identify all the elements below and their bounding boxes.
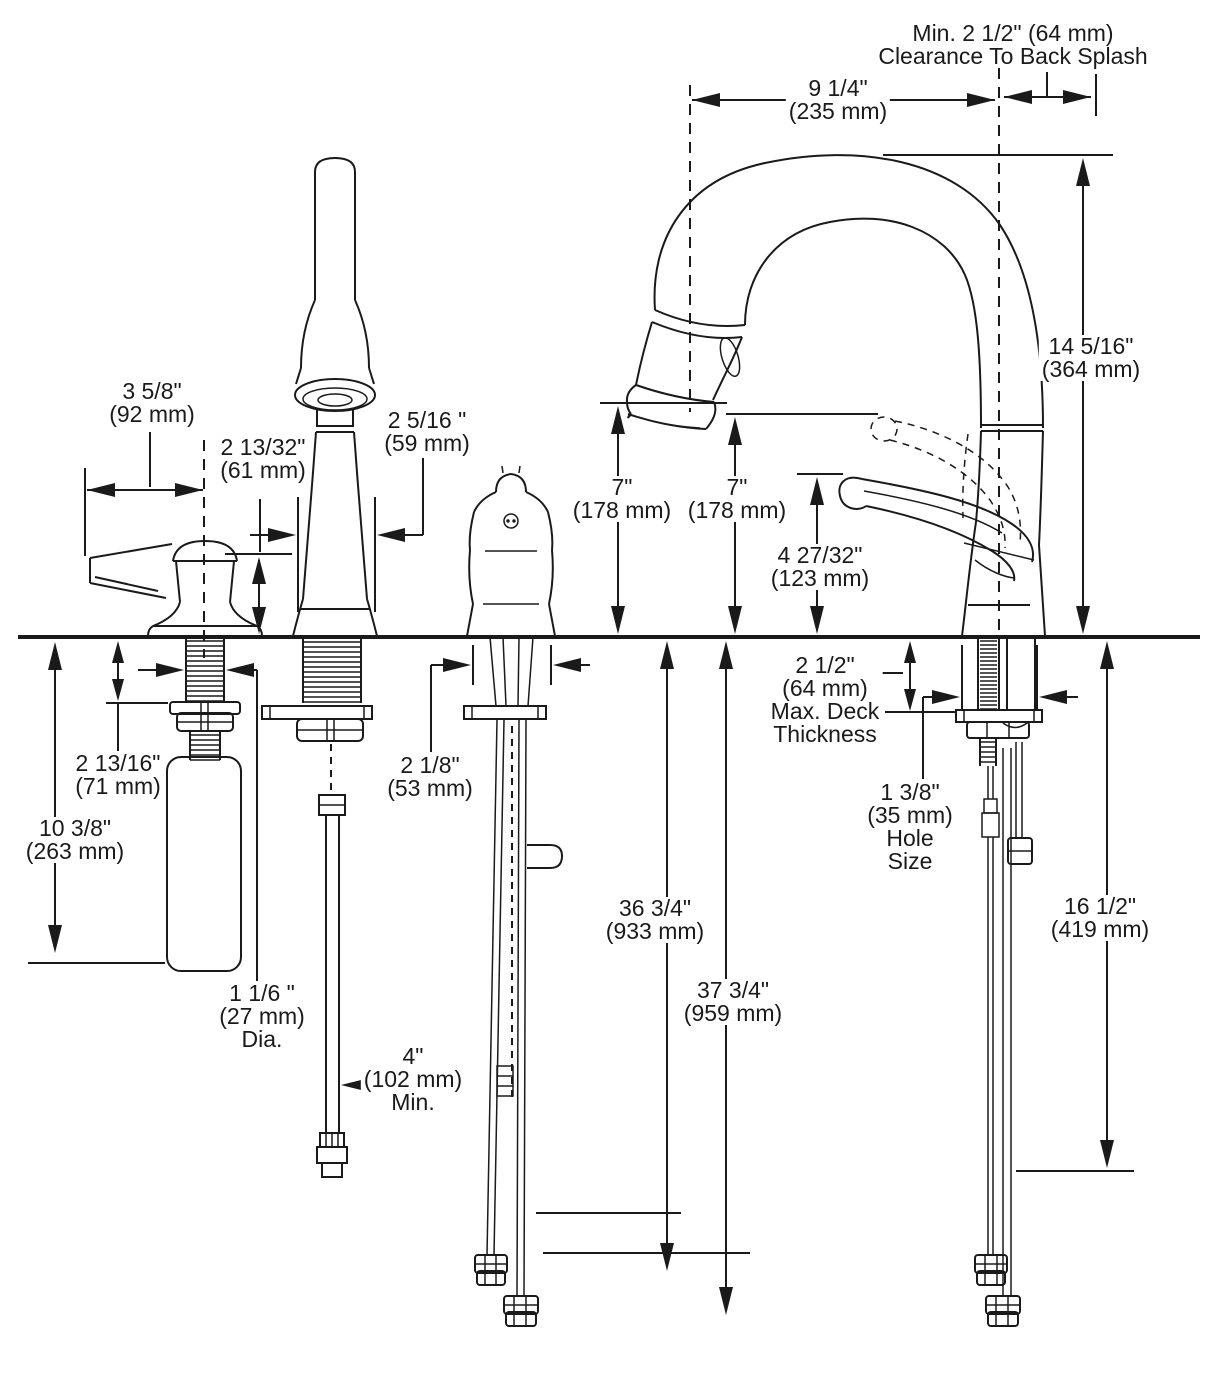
dim-text: 14 5/16" xyxy=(1048,333,1134,359)
dim-label-hose-length-b: 37 3/4" (959 mm) xyxy=(680,977,786,1026)
dim-label-base-width: 2 1/8" (53 mm) xyxy=(384,754,476,800)
dim-text: Size xyxy=(887,848,933,874)
dim-text: 3 5/8" xyxy=(122,378,182,404)
dim-text: Dia. xyxy=(241,1026,283,1052)
dim-label-reach: 9 1/4" (235 mm) xyxy=(785,75,891,124)
dim-text: 2 5/16 " xyxy=(387,407,467,433)
spray-wand-drawing xyxy=(261,156,378,1178)
dim-text: (959 mm) xyxy=(683,1000,783,1026)
faucet-gooseneck-drawing xyxy=(625,30,1046,1327)
dim-text: (178 mm) xyxy=(572,497,672,523)
dim-text: 10 3/8" xyxy=(38,815,112,841)
dim-text: 9 1/4" xyxy=(808,75,868,101)
faucet-side-profile-drawing xyxy=(463,465,564,1327)
dim-text: 36 3/4" xyxy=(618,895,692,921)
dim-label-supply-length-right: 16 1/2" (419 mm) xyxy=(1047,893,1153,942)
dim-text: (102 mm) xyxy=(363,1066,463,1092)
dim-text: (35 mm) xyxy=(867,802,953,828)
dim-text: Clearance To Back Splash xyxy=(878,43,1148,69)
dim-label-wand-hose-min: 4" (102 mm) Min. xyxy=(360,1043,466,1115)
dim-text: (27 mm) xyxy=(219,1003,305,1029)
dim-text: (123 mm) xyxy=(770,565,870,591)
dim-label-height-right: 7" (178 mm) xyxy=(684,474,790,523)
dim-label-dispenser-height: 2 13/32" (61 mm) xyxy=(217,436,309,482)
dim-text: Hole xyxy=(886,825,934,851)
dim-label-wand-width: 2 5/16 " (59 mm) xyxy=(381,409,473,455)
dim-text: 7" xyxy=(611,474,633,500)
dim-label-hole-size: 1 3/8" (35 mm) Hole Size xyxy=(864,781,956,873)
dim-text: 2 13/32" xyxy=(220,434,306,460)
dim-text: (933 mm) xyxy=(605,918,705,944)
dim-text: Min. 2 1/2" (64 mm) xyxy=(912,20,1114,46)
dim-text: 1 1/6 " xyxy=(229,980,295,1006)
dim-text: (419 mm) xyxy=(1050,916,1150,942)
dim-text: 7" xyxy=(726,474,748,500)
dim-label-clearance: Min. 2 1/2" (64 mm) Clearance To Back Sp… xyxy=(875,20,1151,69)
dim-label-handle-height: 4 27/32" (123 mm) xyxy=(767,542,873,591)
dim-label-spout-width: 3 5/8" (92 mm) xyxy=(106,380,198,426)
dim-text: 37 3/4" xyxy=(696,977,770,1003)
dim-text: Min. xyxy=(391,1089,435,1115)
dim-text: 1 3/8" xyxy=(880,779,940,805)
dim-label-spout-height: 14 5/16" (364 mm) xyxy=(1038,333,1144,382)
dim-text: Thickness xyxy=(773,721,877,747)
dim-text: (59 mm) xyxy=(384,430,470,456)
dim-text: (235 mm) xyxy=(788,98,888,124)
dim-text: (64 mm) xyxy=(782,675,868,701)
dim-label-height-left: 7" (178 mm) xyxy=(569,474,675,523)
dimension-lines xyxy=(28,72,1134,1315)
soap-dispenser-drawing xyxy=(89,440,263,972)
dim-text: (71 mm) xyxy=(75,773,161,799)
dim-text: Max. Deck xyxy=(770,698,880,724)
dim-label-hose-length-a: 36 3/4" (933 mm) xyxy=(602,895,708,944)
dim-text: (364 mm) xyxy=(1041,356,1141,382)
dim-text: 2 13/16" xyxy=(75,750,161,776)
dim-text: 2 1/8" xyxy=(400,752,460,778)
dim-text: (53 mm) xyxy=(387,775,473,801)
dim-label-deck-thickness: 2 1/2" (64 mm) Max. Deck Thickness xyxy=(767,652,883,747)
dim-label-shank-exposed: 2 13/16" (71 mm) xyxy=(72,752,164,798)
dim-text: (92 mm) xyxy=(109,401,195,427)
dim-text: 4" xyxy=(402,1043,424,1069)
dim-text: 4 27/32" xyxy=(777,542,863,568)
dim-text: 16 1/2" xyxy=(1063,893,1137,919)
dim-text: (178 mm) xyxy=(687,497,787,523)
dim-text: (263 mm) xyxy=(25,838,125,864)
dim-text: 2 1/2" xyxy=(795,652,855,678)
dim-label-bottle-depth: 10 3/8" (263 mm) xyxy=(22,815,128,864)
dispenser-bottle xyxy=(166,756,242,972)
dim-text: (61 mm) xyxy=(220,457,306,483)
dim-label-shank-diameter: 1 1/6 " (27 mm) Dia. xyxy=(216,982,308,1051)
